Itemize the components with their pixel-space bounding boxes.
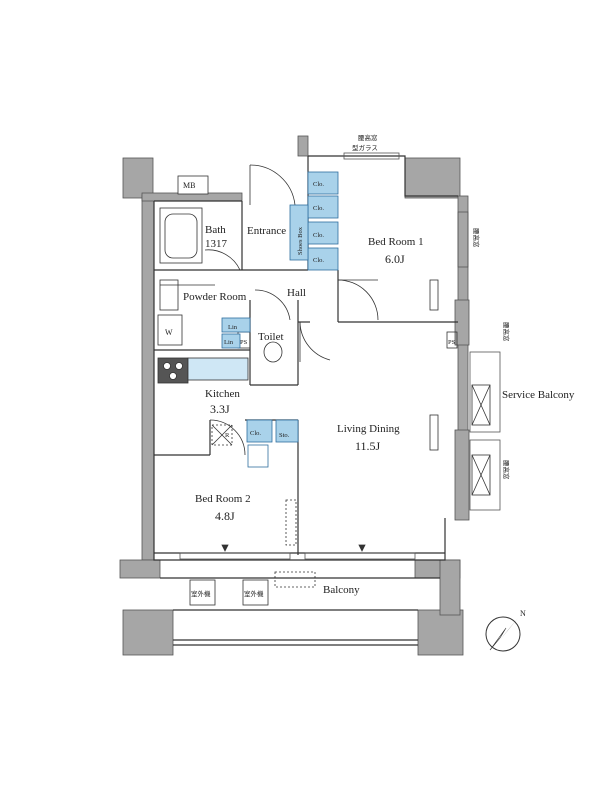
- bedroom1-size: 6.0J: [385, 252, 405, 266]
- service-balcony: [471, 384, 491, 496]
- bedroom1-name: Bed Room 1: [368, 236, 424, 248]
- living-name: Living Dining: [337, 423, 400, 435]
- closet-label-2: Clo.: [313, 205, 324, 212]
- washer-label: W: [165, 328, 173, 337]
- bedroom2-closet-label: Clo.: [250, 430, 261, 437]
- storage-label: Sto.: [279, 432, 290, 439]
- window-top-label: 腰高窓: [358, 133, 378, 142]
- outdoor-unit-label-1: 室外機: [191, 589, 211, 598]
- lin-label-1: Lin: [228, 324, 238, 331]
- fixtures: [157, 175, 458, 606]
- kitchen-size: 3.3J: [210, 402, 230, 416]
- window-service-2-label: 腰高窓: [502, 460, 511, 480]
- closet-label-4: Clo.: [313, 257, 324, 264]
- doors: [160, 164, 379, 456]
- shoes-box-label: Shoes Box: [297, 226, 304, 255]
- bedroom2-name: Bed Room 2: [195, 493, 251, 505]
- bedroom2-size: 4.8J: [215, 509, 235, 523]
- lin-label-2: Lin: [224, 339, 234, 346]
- toilet-label: Toilet: [258, 331, 284, 343]
- powder-room-label: Powder Room: [183, 291, 247, 303]
- outdoor-unit-label-2: 室外機: [244, 589, 264, 598]
- living-size: 11.5J: [355, 439, 381, 453]
- closet-label-3: Clo.: [313, 232, 324, 239]
- windows: [179, 152, 501, 560]
- bath-name: Bath: [205, 224, 226, 236]
- closet-label-1: Clo.: [313, 181, 324, 188]
- interior-walls: [153, 155, 458, 646]
- entrance-label: Entrance: [247, 225, 286, 237]
- window-service-1-label: 腰高窓: [502, 322, 511, 342]
- storage-boxes: [221, 171, 339, 468]
- kitchen-name: Kitchen: [205, 388, 240, 400]
- service-balcony-name: Service Balcony: [502, 389, 575, 401]
- balcony-label: Balcony: [323, 584, 360, 596]
- mb-label: MB: [183, 181, 195, 190]
- r-mark-label: R: [225, 432, 230, 439]
- bath-size: 1317: [205, 238, 228, 250]
- window-top-sub-label: 型ガラス: [352, 143, 378, 152]
- ps-label-1: PS: [240, 339, 248, 346]
- compass-north-label: N: [520, 609, 526, 618]
- window-right-label: 腰高窓: [472, 228, 481, 248]
- ps-label-2: PS: [448, 339, 456, 346]
- compass: N: [485, 609, 526, 652]
- exterior-walls: [119, 135, 470, 656]
- hall-label: Hall: [287, 287, 306, 299]
